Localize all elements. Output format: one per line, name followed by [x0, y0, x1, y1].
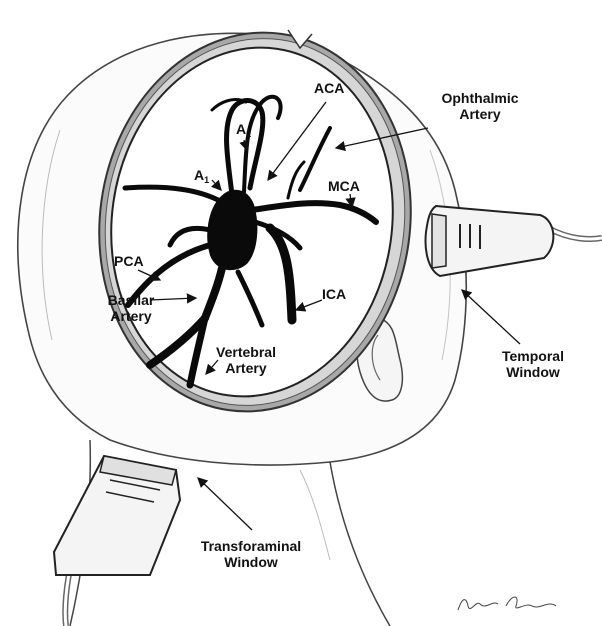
- label-transforaminal-line2: Window: [186, 554, 316, 570]
- circle-of-willis: [209, 192, 255, 268]
- label-a2-letter: A: [236, 121, 246, 137]
- temporal-probe: [426, 206, 602, 276]
- transforaminal-probe: [54, 456, 180, 626]
- label-a1: A1: [194, 167, 209, 188]
- label-ophthalmic-artery: Ophthalmic Artery: [430, 90, 530, 122]
- label-ica: ICA: [322, 286, 346, 302]
- label-vertebral-line2: Artery: [206, 360, 286, 376]
- transforaminal-pointer: [198, 478, 252, 530]
- label-ophthalmic-line2: Artery: [430, 106, 530, 122]
- label-transforaminal-line1: Transforaminal: [186, 538, 316, 554]
- label-a1-letter: A: [194, 167, 204, 183]
- label-basilar-line1: Basilar: [96, 292, 166, 308]
- label-transforaminal-window: Transforaminal Window: [186, 538, 316, 570]
- label-a1-sub: 1: [204, 175, 209, 185]
- label-vertebral-artery: Vertebral Artery: [206, 344, 286, 376]
- label-a2-sub: 2: [246, 129, 251, 139]
- temporal-pointer: [462, 290, 520, 344]
- label-temporal-line2: Window: [490, 364, 576, 380]
- label-ophthalmic-line1: Ophthalmic: [430, 90, 530, 106]
- label-basilar-line2: Artery: [96, 308, 166, 324]
- signature-scribble: [458, 597, 556, 610]
- label-temporal-window: Temporal Window: [490, 348, 576, 380]
- label-a2: A2: [236, 121, 251, 142]
- label-aca: ACA: [314, 80, 344, 96]
- label-pca: PCA: [114, 253, 144, 269]
- label-vertebral-line1: Vertebral: [206, 344, 286, 360]
- label-temporal-line1: Temporal: [490, 348, 576, 364]
- label-mca: MCA: [328, 178, 360, 194]
- label-basilar-artery: Basilar Artery: [96, 292, 166, 324]
